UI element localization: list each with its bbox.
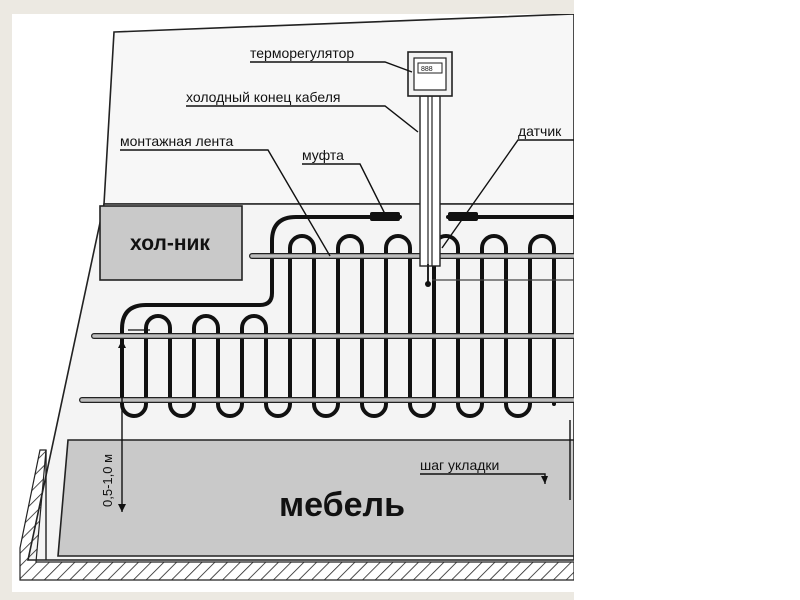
wall xyxy=(103,14,574,205)
sensor-probe xyxy=(425,281,431,287)
label-mounting-tape: монтажная лента xyxy=(120,133,233,149)
label-thermostat: терморегулятор xyxy=(250,45,354,61)
furniture-label: мебель xyxy=(279,486,405,524)
coupling-right xyxy=(448,212,478,221)
fridge-label: хол-ник xyxy=(130,232,210,255)
svg-text:888: 888 xyxy=(421,66,433,73)
heated-floor-diagram: хол-ник мебель 888 xyxy=(19,14,574,581)
label-sensor: датчик xyxy=(518,123,562,139)
pitch-arrow xyxy=(541,476,548,484)
gap-arrow-bottom xyxy=(118,504,126,512)
coupling-left xyxy=(370,212,400,221)
furniture-area xyxy=(57,439,574,557)
cold-end-conduit xyxy=(419,95,441,267)
fridge-area xyxy=(99,205,243,281)
heating-cable-run xyxy=(120,215,556,418)
diagram-panel: хол-ник мебель 888 xyxy=(12,14,574,592)
mounting-tapes xyxy=(79,253,574,403)
thermostat-device: 888 xyxy=(407,51,453,97)
blank-right-panel xyxy=(574,0,800,600)
gap-arrow-top xyxy=(118,340,126,348)
floor-edge-hatching xyxy=(19,449,574,581)
label-cold-end: холодный конец кабеля xyxy=(186,89,340,105)
label-coupling: муфта xyxy=(302,147,344,163)
label-wall-gap: 0,5-1,0 м xyxy=(100,454,115,507)
leader-lines xyxy=(120,61,574,512)
label-pitch: шаг укладки xyxy=(420,457,499,473)
